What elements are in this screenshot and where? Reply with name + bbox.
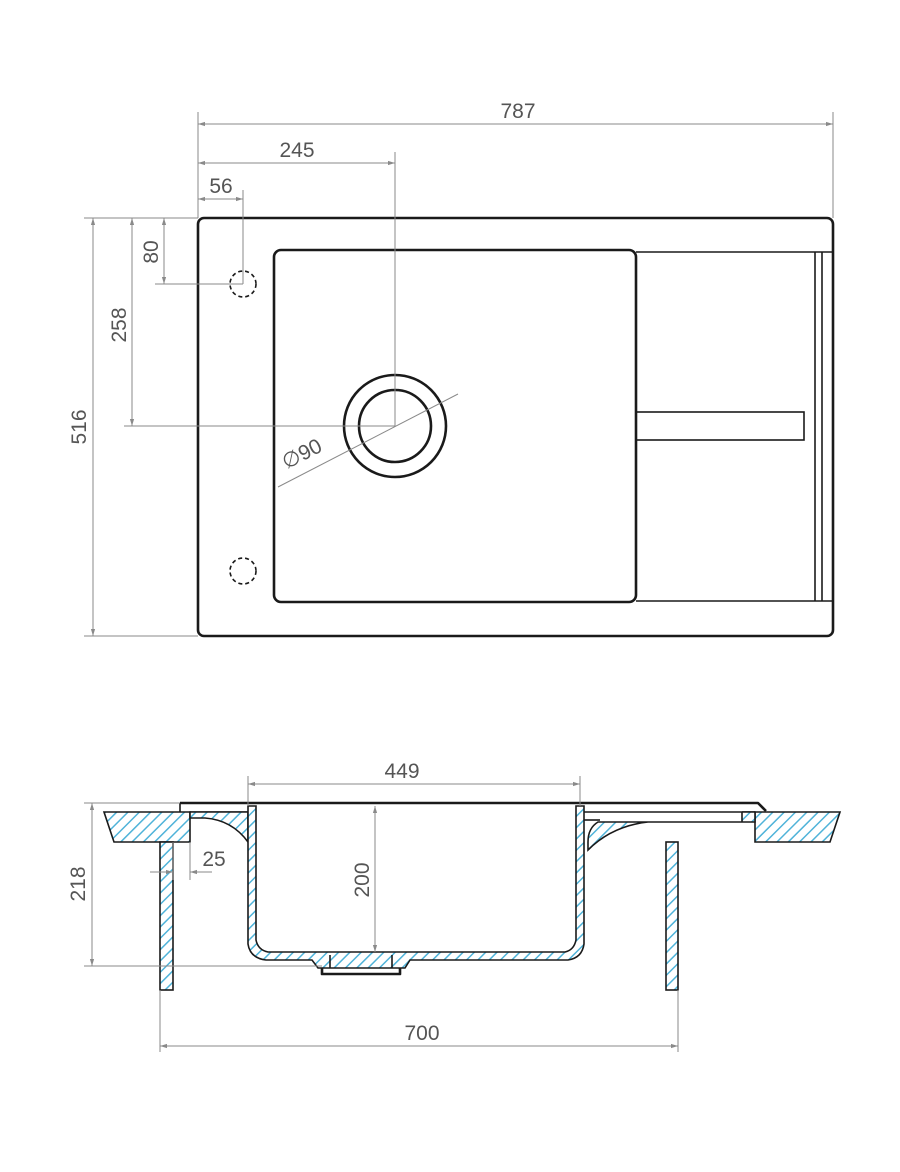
dim-cabinet-width: 700 bbox=[404, 1022, 439, 1045]
dim-total-height: 218 bbox=[67, 866, 90, 901]
dim-tap-offset-y: 80 bbox=[140, 240, 163, 263]
cabinet-wall-right bbox=[665, 841, 679, 991]
top-view: 787 245 56 516 258 80 ∅90 bbox=[68, 100, 835, 638]
countertop-right bbox=[754, 811, 842, 843]
dimension-lines-section bbox=[84, 776, 679, 1052]
bowl-wall-section bbox=[247, 805, 585, 969]
dim-rim-offset: 25 bbox=[202, 848, 225, 871]
tap-hole-top bbox=[229, 270, 257, 298]
dim-bowl-depth: 200 bbox=[351, 862, 374, 897]
dim-drain-offset-x: 245 bbox=[279, 139, 314, 162]
dim-drain-offset-y: 258 bbox=[108, 307, 131, 342]
drainer-area bbox=[635, 251, 832, 602]
drainer-section bbox=[584, 811, 756, 852]
dim-drain-diameter: ∅90 bbox=[278, 435, 326, 474]
countertop-left bbox=[102, 811, 191, 843]
sink-outer-rim bbox=[196, 216, 835, 638]
drain bbox=[277, 373, 459, 488]
dimension-lines-top bbox=[84, 112, 834, 637]
tap-hole-bottom bbox=[229, 557, 257, 585]
dim-bowl-width: 449 bbox=[384, 760, 419, 783]
cabinet-wall-left bbox=[159, 841, 174, 991]
left-rim-profile bbox=[189, 811, 249, 845]
drain-outlet bbox=[320, 968, 402, 976]
dim-width-overall: 787 bbox=[500, 100, 535, 123]
section-view: 449 200 218 25 700 bbox=[67, 760, 842, 1052]
dim-tap-offset-x: 56 bbox=[209, 175, 232, 198]
dim-depth-overall: 516 bbox=[68, 409, 91, 444]
